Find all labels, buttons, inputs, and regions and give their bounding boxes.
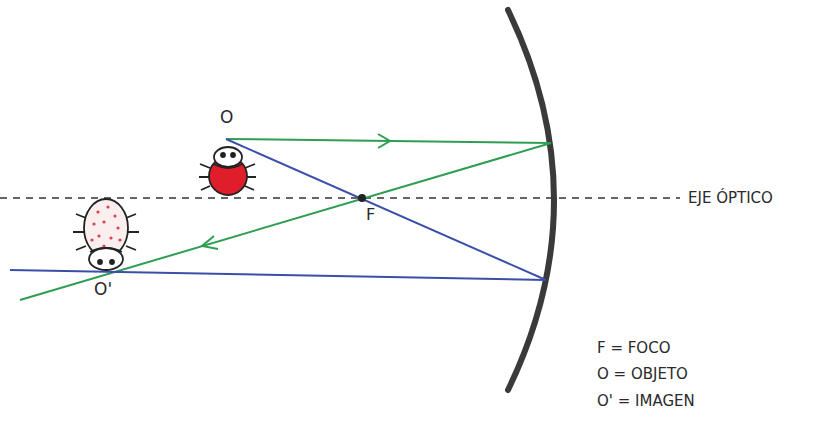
object-label: O — [220, 108, 233, 127]
focus-label: F — [366, 206, 375, 224]
legend-text: F = FOCO — [597, 340, 670, 357]
image-label: O' — [94, 280, 112, 299]
object-bug — [199, 147, 256, 195]
focus-point — [358, 194, 366, 202]
legend-text: O = OBJETO — [597, 366, 688, 383]
legend-text: O' = IMAGEN — [597, 393, 695, 410]
axis-label: EJE ÓPTICO — [686, 190, 775, 207]
concave-mirror — [508, 10, 554, 390]
image-bug — [73, 199, 139, 270]
blue-ray — [10, 139, 546, 280]
